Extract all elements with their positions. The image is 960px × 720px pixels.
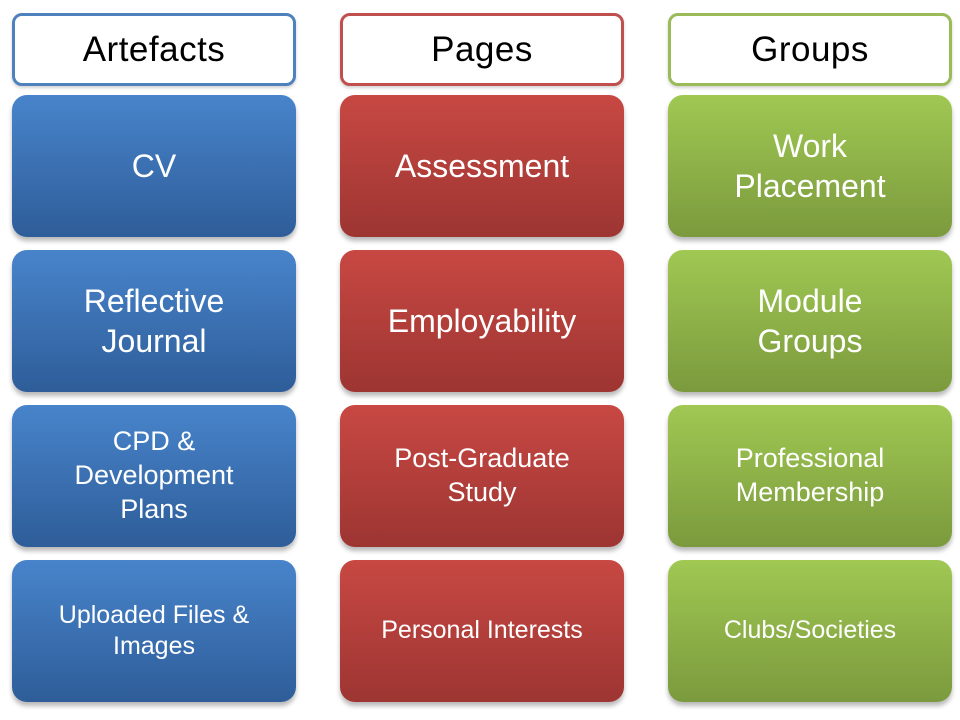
node-professional-membership: Professional Membership <box>668 405 952 547</box>
node-assessment-label: Assessment <box>394 148 570 184</box>
node-reflective-journal: Reflective Journal <box>12 250 296 392</box>
node-personal-interests: Personal Interests <box>340 560 624 702</box>
node-clubs-societies-label: Clubs/Societies <box>723 616 897 645</box>
node-assessment: Assessment <box>340 95 624 237</box>
column-header-pages-label: Pages <box>431 29 533 69</box>
column-pages: Pages Assessment Employability Post-Grad… <box>340 13 624 720</box>
column-groups: Groups Work Placement Module Groups Prof… <box>668 13 952 720</box>
node-professional-membership-label: Professional Membership <box>735 443 885 507</box>
node-cpd-development-plans: CPD & Development Plans <box>12 405 296 547</box>
column-artefacts: Artefacts CV Reflective Journal CPD & De… <box>12 13 296 720</box>
node-uploaded-files-images: Uploaded Files & Images <box>12 560 296 702</box>
column-header-artefacts: Artefacts <box>12 13 296 86</box>
node-post-graduate-study: Post-Graduate Study <box>340 405 624 547</box>
node-module-groups-label: Module Groups <box>757 283 863 359</box>
node-personal-interests-label: Personal Interests <box>381 616 583 645</box>
node-cpd-development-plans-label: CPD & Development Plans <box>74 426 234 524</box>
node-cv-label: CV <box>131 148 177 184</box>
column-header-groups: Groups <box>668 13 952 86</box>
node-cv: CV <box>12 95 296 237</box>
node-employability-label: Employability <box>387 303 577 339</box>
column-header-groups-label: Groups <box>751 29 869 69</box>
node-post-graduate-study-label: Post-Graduate Study <box>394 443 570 507</box>
node-employability: Employability <box>340 250 624 392</box>
column-header-artefacts-label: Artefacts <box>82 29 226 69</box>
node-reflective-journal-label: Reflective Journal <box>83 283 225 359</box>
node-work-placement-label: Work Placement <box>734 128 886 204</box>
node-module-groups: Module Groups <box>668 250 952 392</box>
node-uploaded-files-images-label: Uploaded Files & Images <box>58 600 250 660</box>
column-header-pages: Pages <box>340 13 624 86</box>
node-clubs-societies: Clubs/Societies <box>668 560 952 702</box>
node-work-placement: Work Placement <box>668 95 952 237</box>
